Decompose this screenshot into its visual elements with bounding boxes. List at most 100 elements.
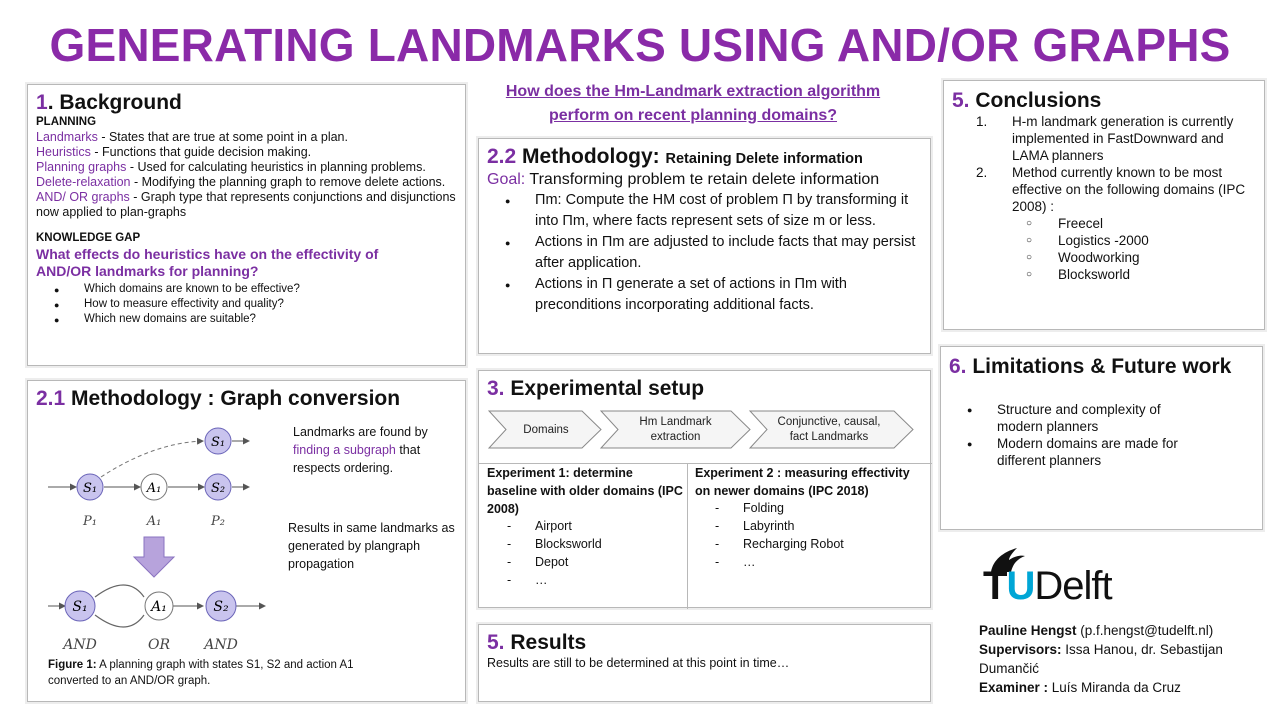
type-or: OR bbox=[148, 637, 170, 653]
node-s1-dup bbox=[204, 427, 232, 455]
conclusion-text: H-m landmark generation is currently imp… bbox=[1012, 114, 1234, 163]
term-desc: - States that are true at some point in … bbox=[97, 130, 348, 144]
retaining-heading: 2.2 Methodology: Retaining Delete inform… bbox=[487, 145, 863, 168]
results-panel: 5. Results Results are still to be deter… bbox=[478, 624, 931, 702]
gap-list: Which domains are known to be effective?… bbox=[36, 282, 457, 328]
conclusions-list: 1. H-m landmark generation is currently i… bbox=[952, 113, 1256, 215]
supervisors: Supervisors: Issa Hanou, dr. Sebastijan … bbox=[979, 642, 1223, 676]
term-name: Delete-relaxation bbox=[36, 175, 131, 189]
method-item: Πm: Compute the HM cost of problem Π by … bbox=[487, 190, 922, 231]
graph-figure: S₁ A₁ S₂ S₁ P₁ A₁ P₂ S₁ A₁ S₂ AND OR AND bbox=[48, 427, 266, 653]
conclusions-panel: 5. Conclusions 1. H-m landmark generation… bbox=[943, 80, 1265, 330]
research-question: How does the Hm-Landmark extraction algo… bbox=[505, 83, 881, 124]
subgraph-text: Landmarks are found by finding a subgrap… bbox=[293, 425, 428, 475]
experiment2-item: … bbox=[687, 553, 927, 571]
author: Pauline Hengst (p.f.hengst@tudelft.nl) bbox=[979, 623, 1214, 638]
limitations-panel: 6. Limitations & Future work Structure a… bbox=[940, 346, 1263, 530]
gap-item: How to measure effectivity and quality? bbox=[36, 297, 457, 313]
method-item: Actions in Πm are adjusted to include fa… bbox=[487, 232, 922, 273]
experiment1-item: … bbox=[479, 571, 679, 589]
term-item: Landmarks - States that are true at some… bbox=[36, 130, 457, 145]
experiment2-item: Folding bbox=[687, 499, 927, 517]
setup-panel: 3. Experimental setup Experiment 1: dete… bbox=[478, 370, 932, 609]
results-heading: 5. Results bbox=[487, 631, 587, 654]
node-a1-label: A₁ bbox=[146, 481, 162, 496]
term-name: Planning graphs bbox=[36, 160, 127, 174]
type-and-2: AND bbox=[202, 637, 238, 653]
experiment1-item: Depot bbox=[479, 553, 679, 571]
term-name: AND/ OR graphs bbox=[36, 190, 130, 204]
and-node-s2 bbox=[205, 590, 237, 622]
term-desc: - Used for calculating heuristics in pla… bbox=[126, 160, 426, 174]
pipeline-step-landmarks: Conjunctive, causal, fact Landmarks bbox=[777, 416, 881, 443]
poster-title: GENERATING LANDMARKS USING AND/OR GRAPHS bbox=[49, 19, 1231, 71]
level-p2: P₂ bbox=[210, 514, 225, 529]
gap-item: Which domains are known to be effective? bbox=[36, 282, 457, 298]
level-a1: A₁ bbox=[146, 514, 162, 529]
pipeline-step-1-shape bbox=[488, 410, 602, 449]
term-desc: - Modifying the planning graph to remove… bbox=[130, 175, 446, 189]
pipeline-step-2-shape bbox=[599, 410, 751, 449]
gap-item: Which new domains are suitable? bbox=[36, 312, 457, 328]
results-text: Results are still to be determined at th… bbox=[487, 656, 790, 670]
background-heading: 1. Background bbox=[36, 91, 182, 114]
examiner: Examiner : Luís Miranda da Cruz bbox=[979, 680, 1181, 695]
term-item: Planning graphs - Used for calculating h… bbox=[36, 160, 457, 175]
limitation-item: Structure and complexity of modern plann… bbox=[949, 401, 1209, 435]
flame-icon bbox=[991, 548, 1025, 572]
logo-tu-u: U bbox=[1006, 564, 1035, 608]
limitations-heading: 6. Limitations & Future work bbox=[949, 355, 1232, 378]
node-s1 bbox=[76, 473, 104, 501]
setup-heading: 3. Experimental setup bbox=[487, 377, 705, 400]
experiment2-title: Experiment 2 : measuring effectivity on … bbox=[695, 466, 910, 498]
graph-conversion-panel: 2.1 Methodology : Graph conversion Landm… bbox=[27, 380, 466, 702]
node-s2 bbox=[204, 473, 232, 501]
limitations-list: Structure and complexity of modern plann… bbox=[949, 401, 1209, 469]
node-s2-label: S₂ bbox=[211, 481, 225, 496]
or-node-a1-label: A₁ bbox=[149, 599, 167, 615]
experiment1-list: AirportBlocksworldDepot… bbox=[479, 517, 679, 589]
node-s1-label: S₁ bbox=[83, 481, 97, 496]
experiment1-title: Experiment 1: determine baseline with ol… bbox=[487, 466, 683, 516]
method-list: Πm: Compute the HM cost of problem Π by … bbox=[487, 190, 922, 315]
term-name: Landmarks bbox=[36, 130, 98, 144]
conclusion-number: 1. bbox=[976, 114, 988, 129]
term-item: Delete-relaxation - Modifying the planni… bbox=[36, 175, 457, 190]
planning-label: PLANNING bbox=[36, 116, 97, 128]
limitation-item: Modern domains are made for different pl… bbox=[949, 435, 1209, 469]
domain-item: Woodworking bbox=[952, 249, 1256, 266]
experiment2-item: Labyrinth bbox=[687, 517, 927, 535]
term-desc: - Functions that guide decision making. bbox=[90, 145, 312, 159]
gap-label: KNOWLEDGE GAP bbox=[36, 232, 141, 244]
experiment2-item: Recharging Robot bbox=[687, 535, 927, 553]
goal-line: Goal: Transforming problem te retain del… bbox=[487, 171, 880, 188]
term-item: Heuristics - Functions that guide decisi… bbox=[36, 145, 457, 160]
pipeline-step-domains: Domains bbox=[523, 423, 569, 436]
conclusion-item: 1. H-m landmark generation is currently i… bbox=[952, 113, 1256, 164]
domains-list: FreecelLogistics -2000WoodworkingBlocksw… bbox=[952, 215, 1256, 283]
retaining-panel: 2.2 Methodology: Retaining Delete inform… bbox=[478, 138, 931, 354]
domain-item: Freecel bbox=[952, 215, 1256, 232]
same-landmarks-text: Results in same landmarks as generated b… bbox=[288, 521, 455, 571]
term-desc: - Graph type that represents conjunction… bbox=[36, 190, 456, 219]
pipeline-step-3-shape bbox=[748, 410, 914, 449]
conclusions-heading: 5. Conclusions bbox=[952, 89, 1102, 112]
and-node-s2-label: S₂ bbox=[213, 599, 229, 615]
logo-delft: Delft bbox=[1034, 564, 1112, 608]
tudelft-logo: TUDelft bbox=[983, 546, 1143, 610]
graph-conversion-heading: 2.1 Methodology : Graph conversion bbox=[36, 387, 401, 410]
experiment2-list: FoldingLabyrinthRecharging Robot… bbox=[687, 499, 927, 571]
conclusion-item: 2.Method currently known to be most effe… bbox=[952, 164, 1256, 215]
gap-question: What effects do heuristics have on the e… bbox=[36, 246, 379, 279]
conclusion-text: Method currently known to be most effect… bbox=[1012, 165, 1246, 214]
term-item: AND/ OR graphs - Graph type that represe… bbox=[36, 190, 457, 220]
level-p1: P₁ bbox=[82, 514, 97, 529]
method-item: Actions in Π generate a set of actions i… bbox=[487, 274, 922, 315]
and-node-s1 bbox=[64, 590, 96, 622]
logo-tu-t: T bbox=[983, 564, 1007, 608]
term-name: Heuristics bbox=[36, 145, 91, 159]
or-node-a1 bbox=[144, 591, 174, 621]
node-s1-dup-label: S₁ bbox=[211, 435, 225, 450]
figure-caption: Figure 1: A planning graph with states S… bbox=[48, 659, 354, 687]
experiment1-item: Blocksworld bbox=[479, 535, 679, 553]
